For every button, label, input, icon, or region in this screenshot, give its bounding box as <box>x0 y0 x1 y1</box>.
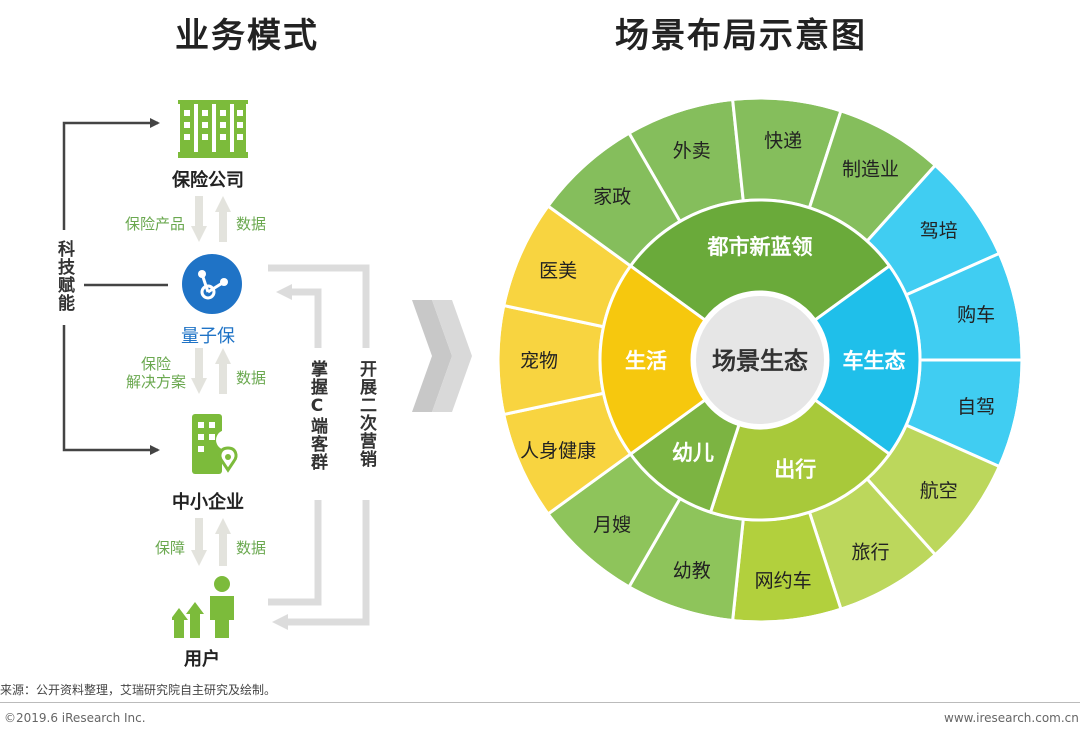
secondary-marketing-label: 开展二次营销 <box>356 360 376 468</box>
chevron-right-icon <box>412 300 472 412</box>
inner-label-4: 生活 <box>625 349 667 373</box>
business-model-title: 业务模式 <box>175 16 319 56</box>
outer-label-1: 快递 <box>764 130 802 152</box>
office-location-icon <box>192 414 238 474</box>
data-label-3: 数据 <box>236 539 267 557</box>
protection-label: 保障 <box>155 539 186 557</box>
outer-label-14: 家政 <box>593 186 631 208</box>
solution-label: 保险 解决方案 <box>126 355 186 391</box>
user-growth-icon <box>172 576 234 638</box>
solution-label-line1: 保险 <box>141 355 172 373</box>
outer-label-9: 幼教 <box>673 560 711 582</box>
outer-label-6: 航空 <box>920 480 958 502</box>
outer-label-0: 外卖 <box>673 140 711 162</box>
insurance-product-label: 保险产品 <box>125 215 186 233</box>
building-icon <box>178 100 248 158</box>
insurer-label: 保险公司 <box>172 170 244 191</box>
outer-label-7: 旅行 <box>851 541 889 563</box>
outer-label-5: 自驾 <box>957 396 995 418</box>
outer-label-4: 购车 <box>957 304 995 326</box>
copyright: ©2019.6 iResearch Inc. <box>4 711 146 725</box>
c-end-customers-label: 掌握C端客群 <box>307 360 327 471</box>
center-circle <box>692 292 828 428</box>
scene-layout-title: 场景布局示意图 <box>615 16 867 56</box>
outer-label-2: 制造业 <box>842 159 899 181</box>
footer-divider <box>0 702 1080 703</box>
user-label: 用户 <box>184 649 220 670</box>
outer-label-3: 驾培 <box>920 220 958 242</box>
outer-label-8: 网约车 <box>755 570 812 592</box>
outer-label-12: 宠物 <box>520 350 558 372</box>
sme-label: 中小企业 <box>172 492 244 513</box>
source-note: 来源：公开资料整理，艾瑞研究院自主研究及绘制。 <box>0 683 277 697</box>
center-label: 场景生态 <box>712 347 808 375</box>
outer-label-10: 月嫂 <box>593 514 631 536</box>
outer-label-13: 医美 <box>539 260 577 282</box>
outer-label-11: 人身健康 <box>520 440 596 462</box>
data-label-2: 数据 <box>236 369 267 387</box>
platform-label: 量子保 <box>181 326 235 347</box>
inner-label-3: 幼儿 <box>672 441 714 465</box>
inner-label-1: 车生态 <box>843 349 906 373</box>
quantum-logo-icon <box>182 254 242 314</box>
tech-empower-label: 科技赋能 <box>54 240 74 312</box>
wheel-border <box>496 96 1024 624</box>
inner-label-2: 出行 <box>774 457 816 481</box>
website: www.iresearch.com.cn <box>944 711 1079 725</box>
solution-label-line2: 解决方案 <box>126 373 187 391</box>
inner-label-0: 都市新蓝领 <box>707 235 813 259</box>
data-label-1: 数据 <box>236 215 267 233</box>
